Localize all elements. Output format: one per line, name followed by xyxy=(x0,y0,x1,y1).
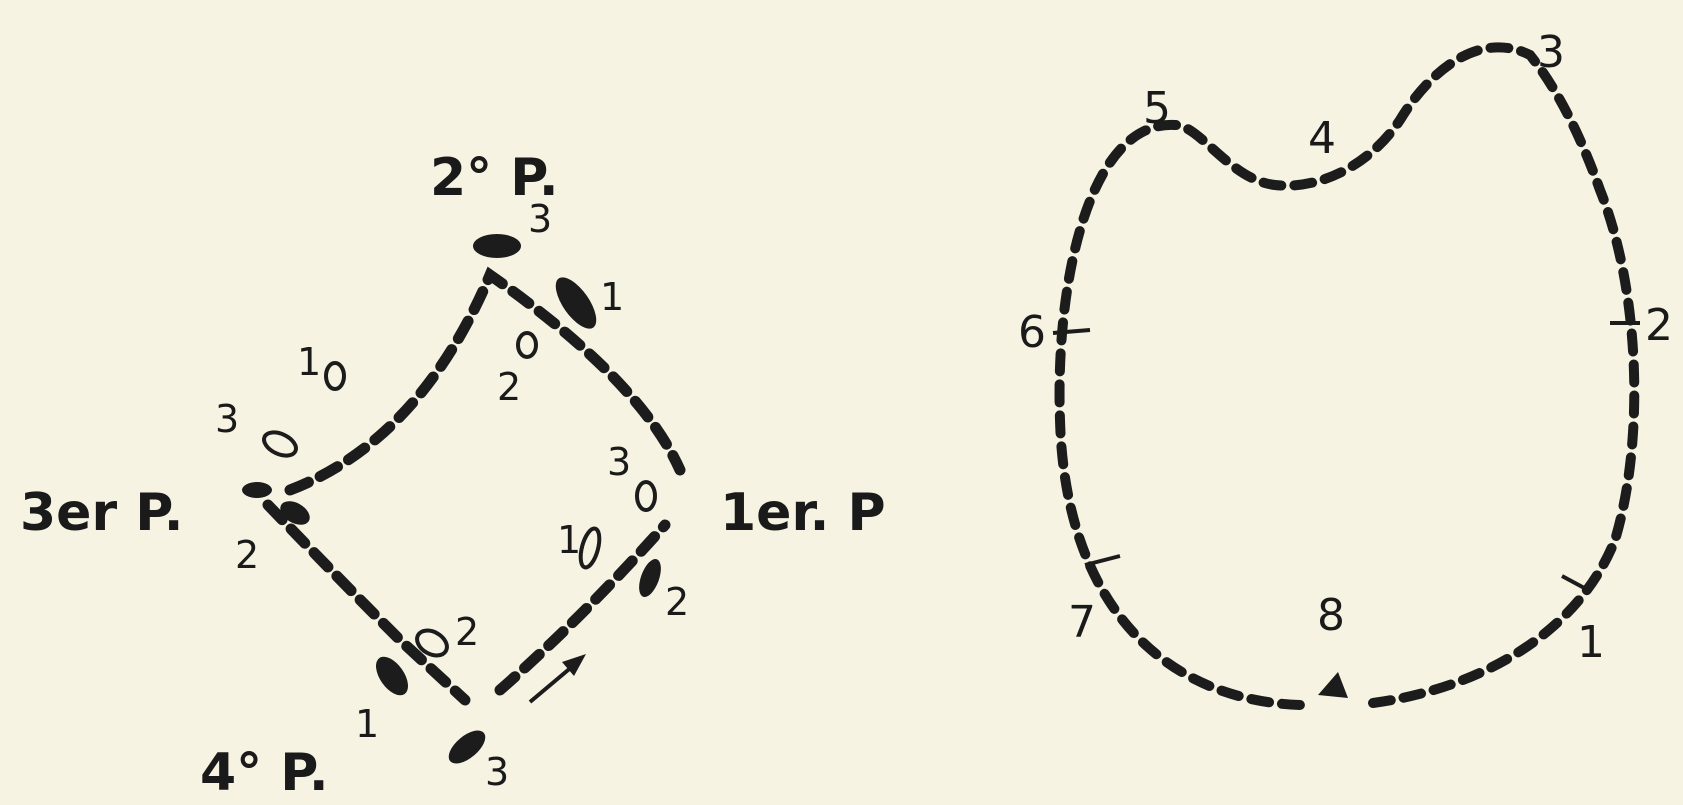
position-label-fourth: 4° P. xyxy=(200,743,329,803)
footprint-icon xyxy=(473,234,521,258)
footprint-icon xyxy=(516,331,538,359)
step-label: 2 xyxy=(497,365,521,409)
position-label-third: 3er P. xyxy=(20,483,184,543)
route-tick xyxy=(1052,328,1091,335)
route-path-left-upper xyxy=(284,266,686,496)
position-label-second: 2° P. xyxy=(430,148,559,208)
step-label: 2 xyxy=(665,580,689,624)
footprint-icon xyxy=(578,526,602,570)
left-diagram: 2° P. 3er P. 1er. P 4° P. 3 1 2 1 3 2 3 … xyxy=(20,148,886,803)
direction-arrow xyxy=(1318,672,1348,698)
step-label: 1 xyxy=(600,275,624,319)
footprint-icon xyxy=(324,361,346,391)
footprint-icon xyxy=(415,628,449,658)
route-marker: 8 xyxy=(1317,590,1345,641)
step-label: 1 xyxy=(297,340,321,384)
route-path-left-lower xyxy=(262,499,471,706)
route-marker: 2 xyxy=(1645,300,1673,351)
route-path-left-return xyxy=(494,519,671,696)
footprint-icon xyxy=(242,482,272,498)
route-marker: 4 xyxy=(1308,113,1336,164)
right-diagram: 1 2 3 4 5 6 7 8 xyxy=(1018,27,1673,710)
footprint-icon xyxy=(555,277,597,329)
route-marker: 5 xyxy=(1143,83,1171,134)
route-marker: 7 xyxy=(1068,597,1096,648)
footprint-icon xyxy=(635,480,657,512)
footprint-icon xyxy=(376,656,408,696)
footprint-icon xyxy=(262,430,298,458)
route-marker: 1 xyxy=(1577,617,1605,668)
position-label-first: 1er. P xyxy=(720,483,886,543)
route-tick xyxy=(1084,554,1121,567)
footprint-icon xyxy=(448,730,486,764)
route-marker: 3 xyxy=(1537,27,1565,78)
footprint-icon xyxy=(280,501,310,525)
route-tick xyxy=(1561,574,1589,592)
footprint-icon xyxy=(639,558,661,598)
route-path-right xyxy=(1054,42,1640,710)
step-label: 1 xyxy=(557,518,581,562)
step-label: 2 xyxy=(455,610,479,654)
step-label: 3 xyxy=(607,440,631,484)
step-label: 3 xyxy=(215,397,239,441)
step-label: 3 xyxy=(485,750,509,794)
step-label: 2 xyxy=(235,533,259,577)
step-label: 3 xyxy=(528,197,552,241)
direction-arrow xyxy=(528,654,586,704)
route-marker: 6 xyxy=(1018,307,1046,358)
step-label: 1 xyxy=(355,702,379,746)
